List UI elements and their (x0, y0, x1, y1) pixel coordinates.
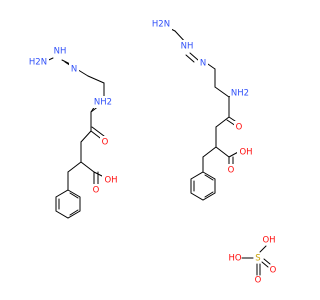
bond (204, 174, 214, 181)
label-mask (237, 146, 255, 158)
nh2-label: NH2 (231, 89, 249, 99)
acid-oh-label: OH (239, 148, 252, 158)
label-mask (102, 174, 120, 186)
bond (80, 161, 95, 173)
n-imine-label: N (200, 59, 206, 69)
sulfur-label: S (255, 254, 260, 264)
bond (87, 75, 105, 84)
nh-label: NH (54, 47, 67, 57)
nh-label: NH (181, 42, 194, 52)
phenyl-ring (55, 189, 81, 219)
n-imine-label: N (71, 65, 77, 75)
label-mask (152, 18, 172, 30)
label-mask (179, 40, 195, 52)
ketone-o-label: O (236, 123, 243, 133)
label-mask (69, 63, 79, 75)
label-mask (226, 164, 236, 176)
label-mask (52, 45, 68, 57)
sulfate: HO S OH O O (228, 236, 276, 286)
bond (61, 59, 71, 65)
bond (215, 116, 230, 128)
label-mask (100, 136, 110, 148)
phenyl-ring (190, 171, 216, 201)
acid-oh-label: OH (104, 176, 117, 186)
bond (202, 146, 217, 158)
label-mask (93, 96, 113, 108)
acid-o-label: O (93, 186, 100, 196)
bond (67, 161, 82, 173)
bond (204, 191, 214, 198)
molecule-b: H2N NH N NH2 O OH O (152, 18, 255, 201)
bond (215, 146, 230, 158)
bond (69, 192, 79, 199)
label-mask (29, 56, 49, 68)
bond (189, 52, 199, 61)
bond (261, 261, 269, 268)
label-mask (230, 87, 250, 99)
ketone-o-label: O (102, 138, 109, 148)
h2n-label: H2N (29, 58, 47, 68)
h2n-label: H2N (152, 20, 170, 30)
acid-o-label: O (228, 166, 235, 176)
molecule-drawing: H2N NH N NH2 O OH O (29, 18, 277, 286)
bond (69, 209, 79, 216)
bond (214, 86, 230, 98)
label-mask (234, 121, 244, 133)
bond (91, 126, 105, 137)
label-mask (198, 57, 208, 69)
double-o-label: O (270, 266, 277, 276)
bond (80, 130, 92, 143)
nh2-label: NH2 (94, 98, 112, 108)
oh-label: OH (262, 236, 275, 246)
molecule-a: H2N NH N NH2 O OH O (29, 45, 120, 219)
bond (259, 245, 267, 253)
structure-canvas: H2N NH N NH2 O OH O (29, 18, 277, 286)
bond (185, 54, 195, 63)
bond (263, 258, 271, 265)
bottom-o-label: O (255, 276, 262, 286)
ho-label: HO (228, 254, 241, 264)
label-mask (91, 184, 101, 196)
